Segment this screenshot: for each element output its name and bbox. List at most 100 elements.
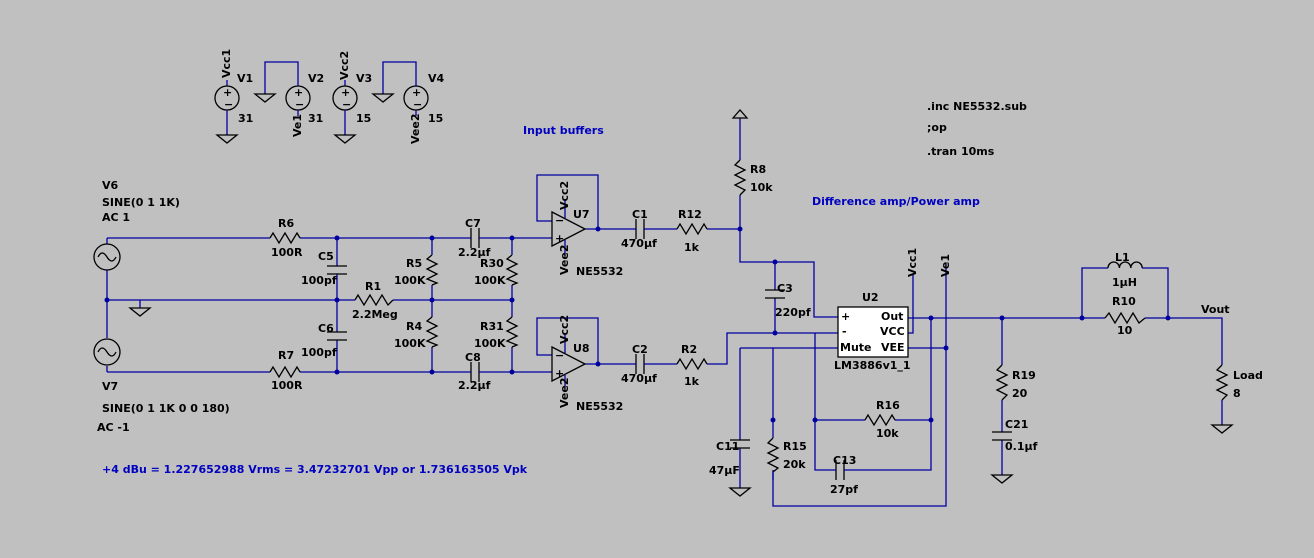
u2-pin-out: Out xyxy=(881,310,904,323)
v3-value: 15 xyxy=(356,112,372,125)
dc-source-v1[interactable]: +− xyxy=(214,80,240,118)
resistor-r2 xyxy=(676,357,708,371)
c6-name: C6 xyxy=(318,322,334,335)
resistor-r6 xyxy=(269,231,301,245)
capacitor-symbols[interactable] xyxy=(327,219,1012,480)
note-diff-amp: Difference amp/Power amp xyxy=(812,195,980,208)
r30-value: 100K xyxy=(474,274,506,287)
svg-text:+: + xyxy=(555,232,564,245)
r15-name: R15 xyxy=(783,440,807,453)
c21-value: 0.1µf xyxy=(1005,440,1038,453)
u2-pin-plus: + xyxy=(841,310,851,323)
resistor-r15 xyxy=(766,437,780,473)
u8-vee: Vee2 xyxy=(558,377,571,409)
r8-name: R8 xyxy=(750,163,767,176)
u2-vee-net: Ve1 xyxy=(939,253,952,277)
dc-source-v4[interactable]: +− xyxy=(403,78,429,116)
r1-name: R1 xyxy=(365,280,382,293)
r7-name: R7 xyxy=(278,349,295,362)
ac-source-v6[interactable] xyxy=(93,243,121,271)
resistor-symbols[interactable] xyxy=(269,159,1229,480)
svg-text:−: − xyxy=(555,349,564,362)
resistor-r4 xyxy=(425,316,439,348)
ground-symbols xyxy=(129,93,1233,497)
r5-name: R5 xyxy=(406,257,423,270)
dc-source-v2[interactable]: +− xyxy=(285,78,311,116)
svg-text:−: − xyxy=(224,98,233,111)
dc-source-v3[interactable]: +− xyxy=(332,80,358,118)
c6-value: 100pf xyxy=(301,346,337,359)
load-value: 8 xyxy=(1233,387,1241,400)
vout-label[interactable]: Vout xyxy=(1201,303,1230,316)
r5-value: 100K xyxy=(394,274,426,287)
u2-pin-vcc: VCC xyxy=(880,325,905,338)
v4-value: 15 xyxy=(428,112,444,125)
r16-name: R16 xyxy=(876,399,900,412)
u2-name: U2 xyxy=(862,291,879,304)
c11-value: 47µF xyxy=(709,464,740,477)
u7-model: NE5532 xyxy=(576,265,624,278)
svg-text:+: + xyxy=(412,86,421,99)
r4-value: 100K xyxy=(394,337,426,350)
svg-text:−: − xyxy=(342,98,351,111)
load-name: Load xyxy=(1233,369,1263,382)
c2-name: C2 xyxy=(632,343,648,356)
r6-value: 100R xyxy=(271,246,303,259)
resistor-r12 xyxy=(676,222,708,236)
v7-ac: AC -1 xyxy=(97,421,130,434)
c7-name: C7 xyxy=(465,217,481,230)
resistor-r31 xyxy=(505,316,519,348)
r6-name: R6 xyxy=(278,217,295,230)
ac-source-v7[interactable] xyxy=(93,338,121,366)
u8-model: NE5532 xyxy=(576,400,624,413)
u2-model: LM3886v1_1 xyxy=(834,359,911,372)
power-amp-u2[interactable] xyxy=(837,306,909,358)
c8-name: C8 xyxy=(465,351,481,364)
vcc-arrow-icon xyxy=(731,109,749,119)
directive-tran[interactable]: .tran 10ms xyxy=(927,145,995,158)
note-dbu: +4 dBu = 1.227652988 Vrms = 3.47232701 V… xyxy=(102,463,528,476)
capacitor-c1 xyxy=(635,219,645,239)
capacitor-c6 xyxy=(327,331,347,341)
resistor-r19 xyxy=(995,364,1009,401)
wires xyxy=(106,61,1223,507)
resistor-r16 xyxy=(864,413,896,427)
v2-name: V2 xyxy=(308,72,325,85)
svg-text:−: − xyxy=(413,98,422,111)
r2-value: 1k xyxy=(684,375,699,388)
v4-name: V4 xyxy=(428,72,445,85)
directive-op[interactable]: ;op xyxy=(927,121,947,134)
r31-name: R31 xyxy=(480,320,504,333)
resistor-r7 xyxy=(269,365,301,379)
u2-vcc-net: Vcc1 xyxy=(906,247,919,277)
r10-value: 10 xyxy=(1117,324,1133,337)
c3-value: 220pf xyxy=(775,306,811,319)
v1-net: Vcc1 xyxy=(220,48,233,78)
junctions xyxy=(104,226,1171,423)
c1-name: C1 xyxy=(632,208,648,221)
note-input-buffers: Input buffers xyxy=(523,124,604,137)
resistor-r1 xyxy=(354,293,394,307)
u2-pin-vee: VEE xyxy=(881,341,905,354)
capacitor-c11 xyxy=(730,439,750,449)
r31-value: 100K xyxy=(474,337,506,350)
v6-ac: AC 1 xyxy=(102,211,131,224)
v4-net: Vee2 xyxy=(409,113,422,145)
v6-value: SINE(0 1 1K) xyxy=(102,196,180,209)
v6-name: V6 xyxy=(102,179,119,192)
u8-vcc: Vcc2 xyxy=(558,314,571,344)
r19-value: 20 xyxy=(1012,387,1028,400)
opamp-u7[interactable]: − + xyxy=(551,200,587,256)
resistor-r30 xyxy=(505,254,519,286)
inductor-l1[interactable] xyxy=(1107,261,1143,269)
svg-text:+: + xyxy=(294,86,303,99)
v3-net: Vcc2 xyxy=(338,50,351,80)
v7-name: V7 xyxy=(102,380,119,393)
svg-text:+: + xyxy=(555,367,564,380)
u7-vee: Vee2 xyxy=(558,244,571,276)
directive-inc[interactable]: .inc NE5532.sub xyxy=(927,100,1027,113)
r8-value: 10k xyxy=(750,181,773,194)
resistor-r8 xyxy=(733,159,747,196)
opamp-u8[interactable]: − + xyxy=(551,335,587,391)
capacitor-c21 xyxy=(992,431,1012,441)
